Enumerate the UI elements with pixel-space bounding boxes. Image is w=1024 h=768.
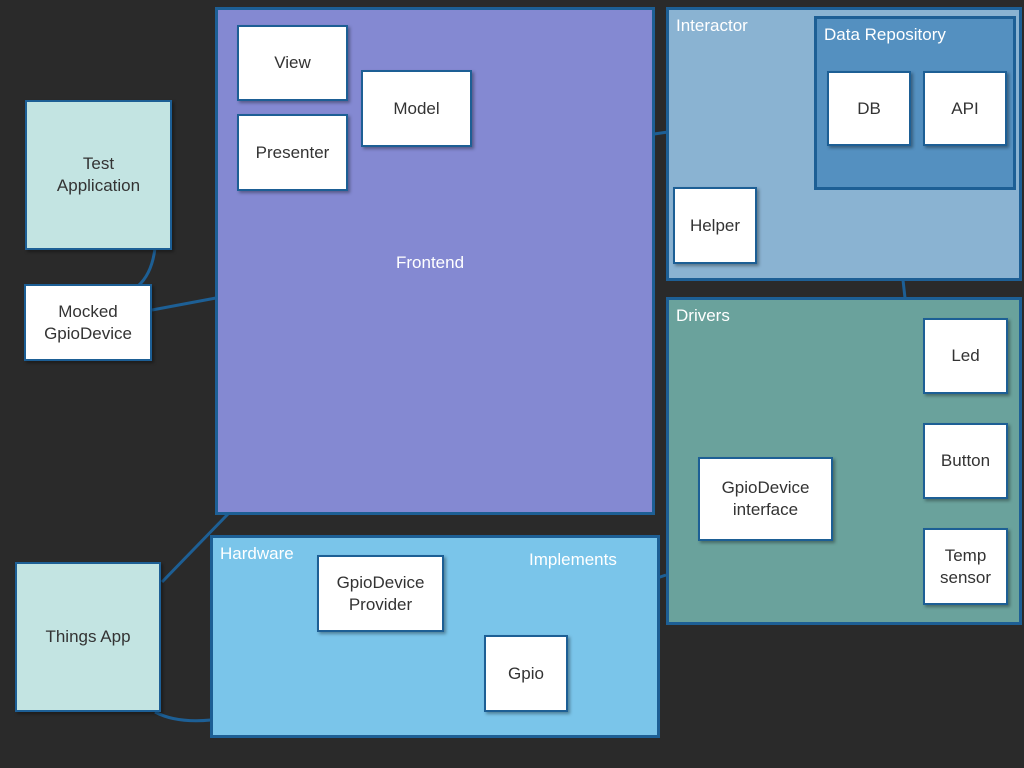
gpio-device-interface-box: GpioDevice interface	[698, 457, 833, 541]
connector-thingsapp-to-hardware	[154, 710, 212, 723]
helper-box: Helper	[673, 187, 757, 264]
connector-mocked-to-frontend	[151, 296, 217, 312]
implements-label: Implements	[529, 550, 617, 569]
api-box: API	[923, 71, 1007, 146]
hardware-title: Hardware	[220, 544, 294, 563]
gpio-device-provider-box: GpioDevice Provider	[317, 555, 444, 632]
view-box: View	[237, 25, 348, 101]
interactor-title: Interactor	[676, 16, 748, 35]
led-box: Led	[923, 318, 1008, 394]
frontend-label: Frontend	[396, 253, 465, 272]
temp-sensor-box: Temp sensor	[923, 528, 1008, 605]
model-box: Model	[361, 70, 472, 147]
presenter-box: Presenter	[237, 114, 348, 191]
test-application-box: Test Application	[25, 100, 172, 250]
button-box: Button	[923, 423, 1008, 499]
mocked-gpio-device-box: Mocked GpioDevice	[24, 284, 152, 361]
gpio-box: Gpio	[484, 635, 568, 712]
data-repository-title: Data Repository	[824, 25, 946, 44]
connector-test-to-mocked	[136, 247, 157, 288]
db-box: DB	[827, 71, 911, 146]
drivers-title: Drivers	[676, 306, 730, 325]
connector-interactor-to-drivers	[901, 279, 907, 299]
things-app-box: Things App	[15, 562, 161, 712]
